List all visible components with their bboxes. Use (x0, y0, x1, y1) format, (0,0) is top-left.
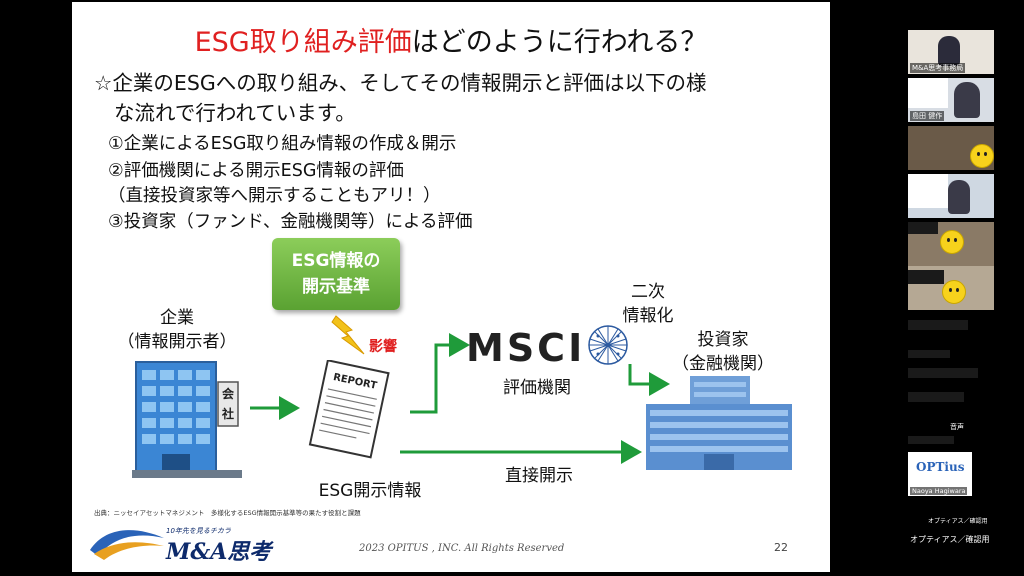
company-line2: （情報開示者） (117, 332, 237, 352)
list-item: ①企業によるESG取り組み情報の作成＆開示 (108, 134, 457, 154)
esg-disclosure-label: ESG開示情報 (318, 481, 422, 501)
smiley-icon (970, 144, 994, 168)
secondary-line1: 二次 (631, 282, 665, 302)
arrow-report-to-msci (410, 333, 470, 414)
participant-tile[interactable]: M&A思考事務局 (908, 30, 994, 74)
presentation-slide: ESG取り組み評価はどのように行われる？ ☆企業のESGへの取り組み、そしてその… (72, 2, 830, 572)
list-item: ③投資家（ファンド、金融機関等）による評価 (108, 212, 473, 232)
person-silhouette (938, 36, 960, 66)
company-building-icon: 会 社 (132, 361, 242, 478)
source-citation: 出典：ニッセイアセットマネジメント 多様化するESG情報開示基準等の果たす役割と… (94, 509, 361, 517)
slide-title: ESG取り組み評価はどのように行われる？ (72, 20, 830, 59)
intro-line-2: な流れで行われています。 (114, 101, 356, 125)
participant-tile[interactable] (908, 126, 994, 170)
list-item: （直接投資家等へ開示することもアリ！） (108, 186, 441, 206)
participant-tile[interactable]: OPTius Naoya Hagiwara (908, 452, 972, 496)
msci-logo: MSCI (466, 326, 586, 370)
optius-logo: OPTius (916, 460, 965, 474)
participant-tile[interactable] (908, 174, 994, 218)
logo-tagline: 10年先を見るチカラ (166, 527, 231, 535)
page-number: 22 (774, 541, 788, 554)
secondary-info-label: 二次 情報化 (618, 280, 678, 328)
investor-label: 投資家 （金融機関） (668, 328, 778, 376)
participant-name: M&A思考事務局 (910, 63, 966, 73)
company-line1: 企業 (160, 308, 194, 328)
copyright: 2023 OPITUS , INC. All Rights Reserved (359, 543, 565, 554)
participant-name: 島田 健作 (910, 111, 945, 121)
secondary-line2: 情報化 (622, 306, 674, 326)
participant-label: オプティアス／確認用 (928, 518, 988, 525)
lightning-icon (331, 315, 365, 355)
list-item: ②評価機関による開示ESG情報の評価 (108, 161, 404, 181)
company-sign-1: 会 (222, 386, 235, 401)
screen-share-preview (908, 174, 948, 208)
redaction (908, 436, 954, 444)
disclosure-standard-box: ESG情報の 開示基準 (272, 238, 400, 310)
participant-tile[interactable] (908, 222, 994, 266)
redaction (908, 392, 964, 402)
logo-name: M&A思考 (166, 539, 272, 565)
report-document-icon: REPORT (308, 360, 390, 459)
company-label: 企業 （情報開示者） (112, 306, 242, 354)
redaction (908, 270, 944, 284)
participant-sidebar: M&A思考事務局 島田 健作 音声 OPTius Naoya Hagiwara … (906, 0, 1024, 576)
participant-name: Naoya Hagiwara (910, 487, 968, 495)
rating-agency-label: 評価機関 (503, 378, 571, 398)
title-highlight: ESG取り組み評価 (194, 27, 412, 58)
screen-share-preview (908, 78, 948, 108)
smiley-icon (942, 280, 966, 304)
company-sign-2: 社 (221, 406, 234, 421)
smiley-icon (940, 230, 964, 254)
title-rest: はどのように行われる？ (411, 27, 708, 58)
audio-label: 音声 (950, 423, 964, 431)
company-logo-icon (90, 530, 164, 560)
arrow-secondary-to-investor (628, 364, 670, 396)
participant-label: オプティアス／確認用 (910, 535, 990, 544)
redaction (908, 350, 950, 358)
participant-tile[interactable]: 島田 健作 (908, 78, 994, 122)
redaction (908, 222, 938, 234)
redaction (908, 320, 968, 330)
redaction (908, 368, 978, 378)
investor-line2: （金融機関） (672, 354, 774, 374)
intro-line-1: ☆企業のESGへの取り組み、そしてその情報開示と評価は以下の様 (94, 71, 707, 95)
investor-building-icon (646, 376, 792, 470)
person-silhouette (954, 82, 980, 118)
person-silhouette (948, 180, 970, 214)
intro-text: ☆企業のESGへの取り組み、そしてその情報開示と評価は以下の様 な流れで行われて… (94, 68, 707, 128)
flow-arrows (250, 333, 670, 464)
network-globe-icon (588, 325, 628, 365)
standard-box-line2: 開示基準 (302, 277, 370, 297)
direct-disclosure-label: 直接開示 (505, 466, 573, 486)
standard-box-line1: ESG情報の (291, 251, 381, 271)
investor-line1: 投資家 (697, 330, 749, 350)
influence-label: 影響 (369, 339, 397, 355)
participant-tile[interactable] (908, 266, 994, 310)
